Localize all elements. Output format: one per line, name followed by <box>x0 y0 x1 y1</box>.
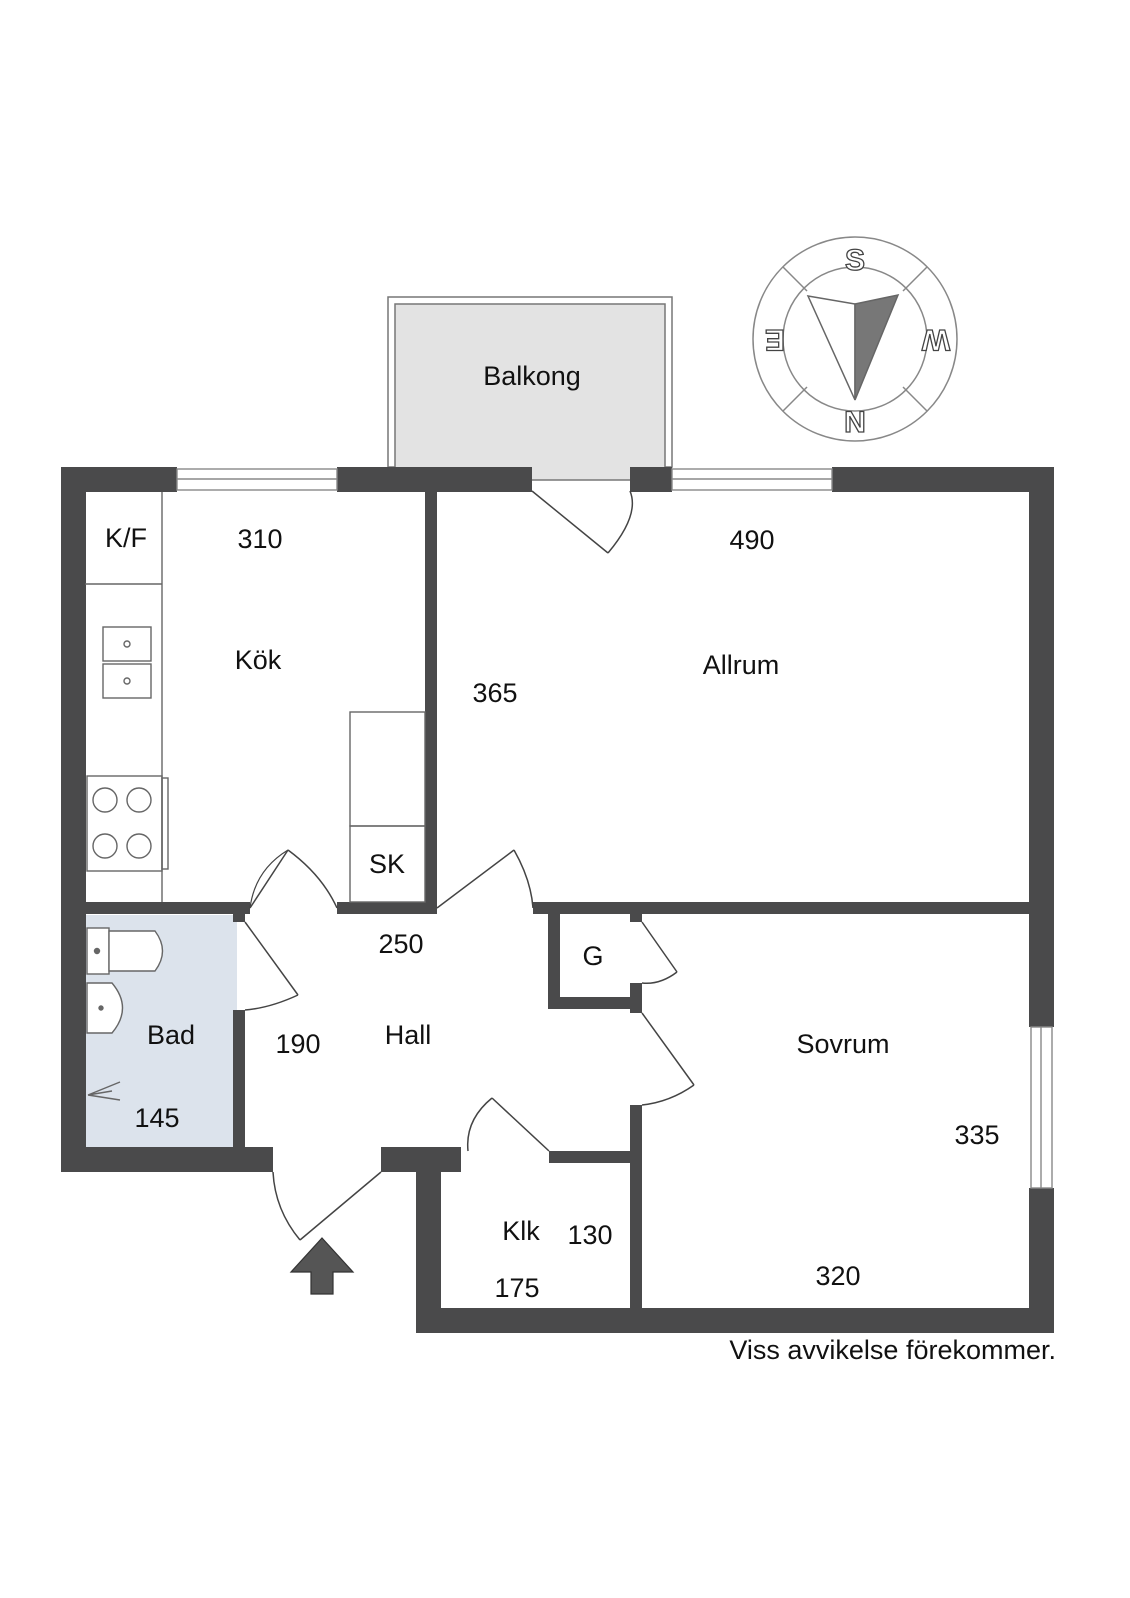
dim-kok-width: 310 <box>237 524 282 554</box>
dim-hall-width: 250 <box>378 929 423 959</box>
walls <box>61 467 1054 1333</box>
balcony <box>387 296 673 481</box>
compass-west: W <box>921 323 950 356</box>
compass-east: E <box>765 323 785 356</box>
dim-sovrum-width: 320 <box>815 1261 860 1291</box>
dim-hall-depth: 190 <box>275 1029 320 1059</box>
kitchen-fixtures <box>85 492 426 903</box>
windows <box>176 468 1053 1189</box>
dim-sovrum-depth: 335 <box>954 1120 999 1150</box>
dim-klk-width: 175 <box>494 1273 539 1303</box>
compass: S N W E <box>752 236 958 442</box>
label-sovrum: Sovrum <box>796 1029 889 1059</box>
label-balkong: Balkong <box>483 361 581 391</box>
dim-bad-width: 145 <box>134 1103 179 1133</box>
dim-allrum-width: 490 <box>729 525 774 555</box>
label-hall: Hall <box>385 1020 432 1050</box>
label-allrum: Allrum <box>703 650 780 680</box>
compass-north: N <box>844 406 866 439</box>
entrance-arrow-icon <box>289 1237 355 1295</box>
label-bad: Bad <box>147 1020 195 1050</box>
label-kok: Kök <box>235 645 282 675</box>
footer-note: Viss avvikelse förekommer. <box>729 1335 1056 1365</box>
dim-klk-depth: 130 <box>567 1220 612 1250</box>
label-sk: SK <box>369 849 405 879</box>
bathroom-fixtures <box>86 927 164 1101</box>
label-kf: K/F <box>105 523 147 553</box>
label-g: G <box>582 941 603 971</box>
doors <box>244 490 695 1241</box>
dim-allrum-depth: 365 <box>472 678 517 708</box>
label-klk: Klk <box>502 1216 540 1246</box>
compass-south: S <box>845 244 865 277</box>
